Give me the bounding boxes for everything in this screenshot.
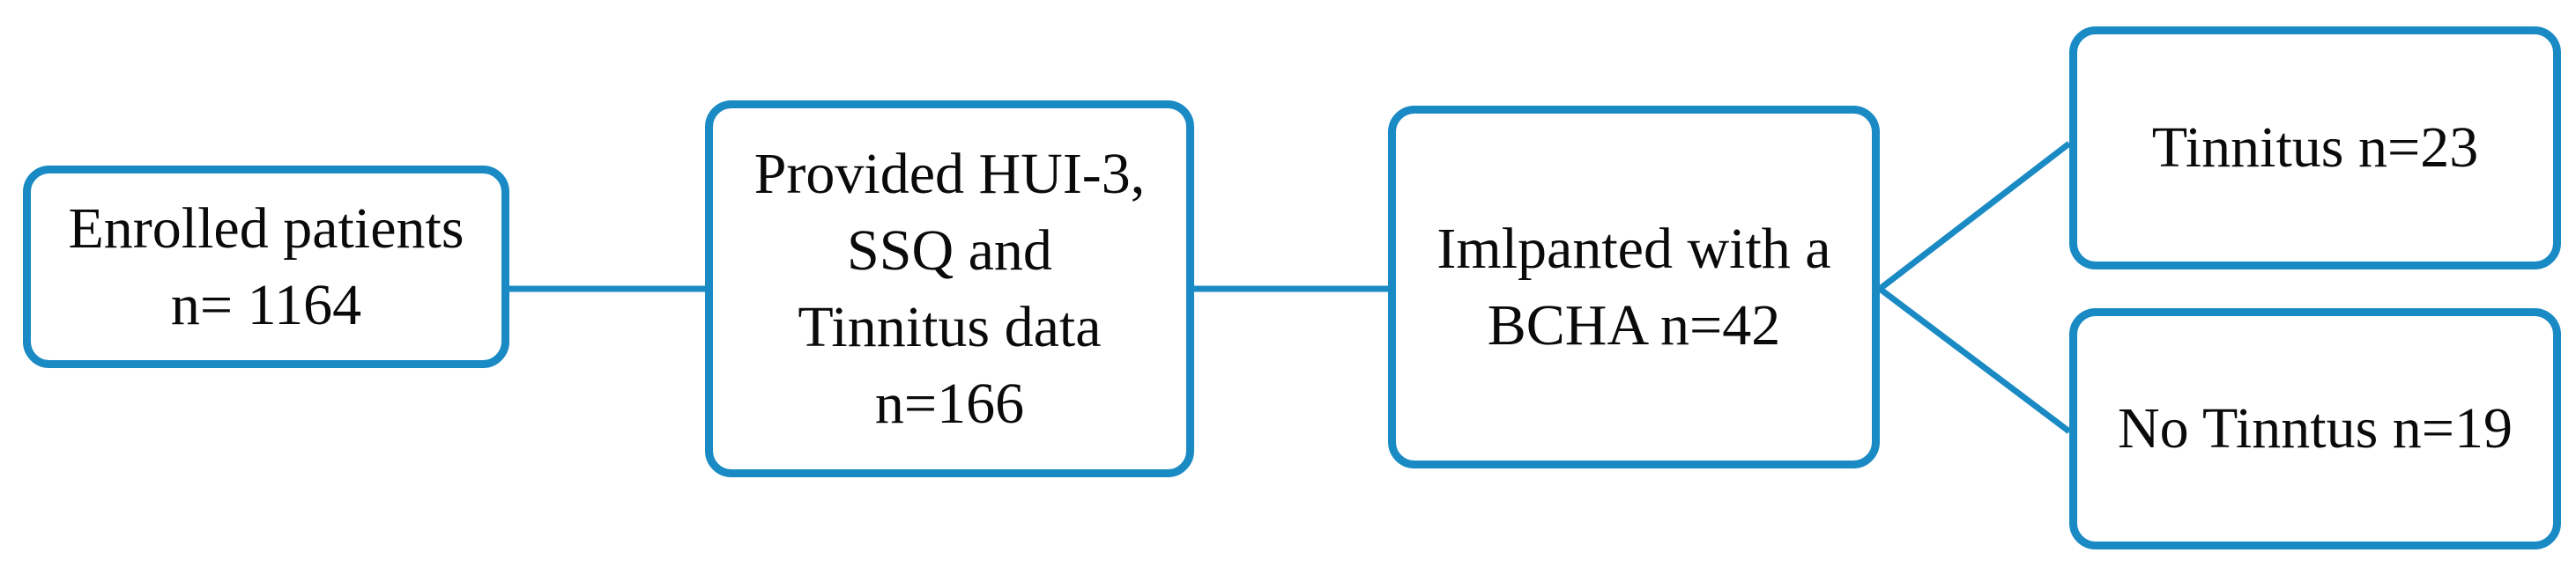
no-tinnitus-text: No Tinntus n=19 xyxy=(2117,396,2513,461)
tinnitus-box: Tinnitus n=23 xyxy=(2069,26,2561,269)
connector-implanted-to-tinnitus xyxy=(1877,141,2072,291)
tinnitus-text: Tinnitus n=23 xyxy=(2151,115,2479,181)
enrolled-patients-box: Enrolled patients n= 1164 xyxy=(23,166,509,368)
provided-data-box: Provided HUI-3, SSQ and Tinnitus data n=… xyxy=(705,100,1194,477)
implanted-bcha-box: Imlpanted with a BCHA n=42 xyxy=(1388,106,1880,468)
enrolled-patients-text: Enrolled patients n= 1164 xyxy=(68,195,464,337)
no-tinnitus-box: No Tinntus n=19 xyxy=(2069,308,2561,549)
implanted-bcha-text: Imlpanted with a BCHA n=42 xyxy=(1436,216,1831,358)
connector-implanted-to-no-tinnitus xyxy=(1877,286,2072,434)
provided-data-text: Provided HUI-3, SSQ and Tinnitus data n=… xyxy=(753,141,1146,437)
